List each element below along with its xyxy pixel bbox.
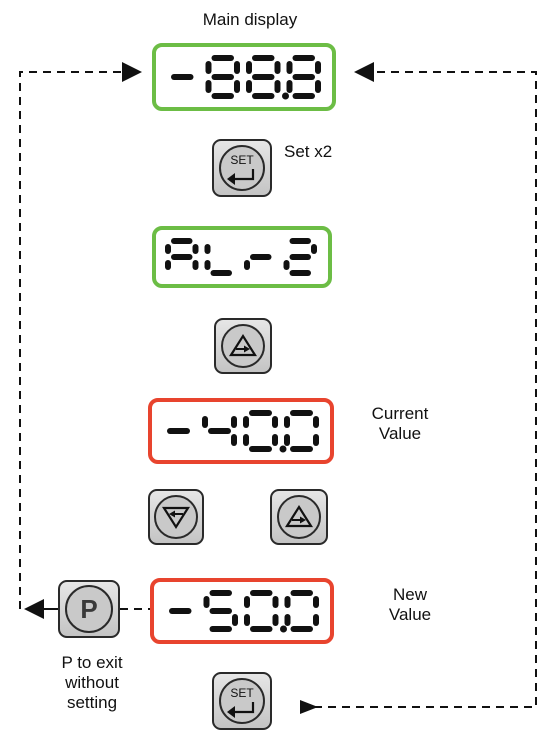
alarm-display [152, 226, 332, 288]
decimal-point [282, 92, 289, 100]
set-button-top-face: SET [219, 145, 265, 191]
exit-note-label: P to exit without setting [22, 653, 162, 713]
set-label: SET [230, 153, 254, 167]
set-return-line [300, 62, 537, 708]
current-value-label: Current Value [350, 404, 450, 444]
up-arrow-icon [285, 504, 313, 528]
exit-note-line-1: P to exit [61, 653, 123, 672]
set-button-bottom-face: SET [219, 678, 265, 724]
set-button-bottom[interactable]: SET [212, 672, 272, 730]
set-button-top[interactable]: SET [212, 139, 272, 197]
seven-segment-readout [165, 238, 317, 276]
main-display-label: Main display [202, 10, 298, 29]
up-button-1-face [221, 324, 265, 368]
up-arrow-icon [229, 333, 257, 357]
exit-return-line [19, 62, 142, 609]
up-button-2[interactable] [270, 489, 328, 545]
new-value-line-2: Value [388, 605, 432, 624]
p-button-face: P [65, 585, 113, 633]
new-value-display [150, 578, 334, 644]
current-value-line-2: Value [378, 424, 422, 443]
seven-segment-readout [169, 590, 319, 633]
enter-arrow-icon [227, 169, 255, 185]
p-button[interactable]: P [58, 580, 120, 638]
seven-segment-readout [167, 410, 319, 453]
down-button[interactable] [148, 489, 204, 545]
down-arrow-icon [162, 506, 190, 530]
down-button-face [154, 495, 198, 539]
current-value-display [148, 398, 334, 464]
up-button-2-face [277, 495, 321, 539]
decimal-point [279, 445, 287, 453]
enter-arrow-icon [227, 702, 255, 718]
p-label: P [80, 593, 98, 624]
set-x2-label: Set x2 [284, 142, 333, 161]
set-label: SET [230, 686, 254, 700]
seven-segment-readout [171, 55, 321, 100]
up-button-1[interactable] [214, 318, 272, 374]
new-value-label: New Value [360, 585, 460, 625]
exit-note-line-3: setting [66, 693, 118, 712]
main-display [152, 43, 336, 111]
new-value-line-1: New [392, 585, 427, 604]
exit-note-line-2: without [65, 673, 119, 692]
current-value-line-1: Current [371, 404, 429, 423]
decimal-point [280, 625, 287, 633]
set-return-arrowhead [300, 700, 318, 714]
